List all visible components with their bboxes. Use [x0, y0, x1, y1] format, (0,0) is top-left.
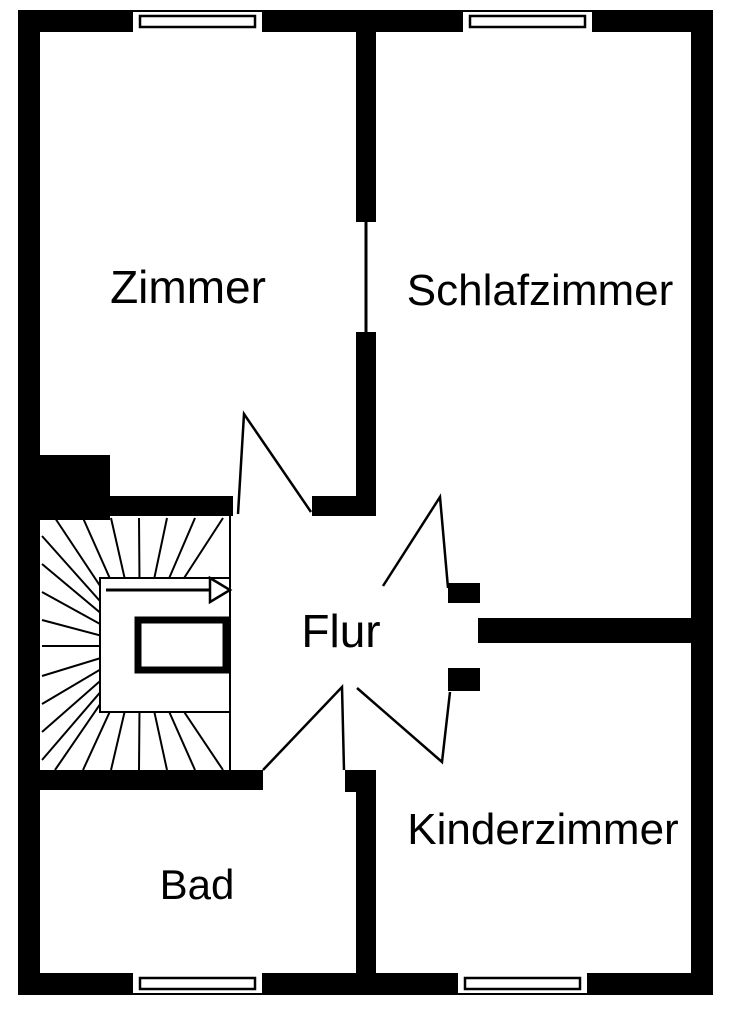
- wall-schlafzimmer-kinderzimmer: [478, 618, 691, 643]
- window-glazing: [463, 976, 582, 991]
- kinderzimmer-door-swing: [356, 687, 452, 765]
- wall-bad-kinderzimmer: [356, 770, 376, 973]
- room-label-schlafzimmer: Schlafzimmer: [407, 266, 674, 315]
- walls: [18, 10, 713, 995]
- window-top-left: [133, 10, 262, 32]
- outer-wall-top-left: [18, 10, 133, 32]
- window-glazing: [138, 976, 257, 991]
- outer-wall-bottom-middle: [262, 973, 458, 995]
- window-bottom-left: [133, 973, 262, 995]
- window-glazing: [138, 14, 257, 29]
- window-bottom-right: [458, 973, 587, 995]
- wall-zimmer-schlafzimmer-upper: [356, 32, 376, 222]
- windows: [133, 10, 592, 995]
- window-glazing: [468, 14, 587, 29]
- outer-wall-bottom-left: [18, 973, 133, 995]
- staircase: [41, 516, 233, 772]
- wall-flur-bad: [40, 770, 263, 790]
- room-label-bad: Bad: [160, 861, 235, 908]
- doors: [236, 410, 452, 771]
- window-top-right: [463, 10, 592, 32]
- outer-wall-top-right: [592, 10, 713, 32]
- schlafzimmer-door-swing: [381, 493, 450, 589]
- wall-notch-stairs: [18, 455, 110, 520]
- bad-door-swing: [262, 683, 346, 771]
- stair-direction-arrow-icon: [106, 575, 233, 605]
- wall-zimmer-flur-right: [312, 496, 376, 516]
- door-jamb-bottom: [448, 668, 480, 691]
- room-label-zimmer: Zimmer: [110, 261, 266, 313]
- door-jamb-top: [448, 583, 480, 603]
- wall-zimmer-schlafzimmer-lower: [356, 332, 376, 512]
- outer-wall-top-middle: [262, 10, 463, 32]
- room-label-flur: Flur: [301, 605, 380, 657]
- outer-wall-bottom-right: [587, 973, 713, 995]
- door-jamb-bad: [345, 770, 376, 792]
- room-label-kinderzimmer: Kinderzimmer: [407, 805, 678, 854]
- outer-wall-right: [691, 10, 713, 995]
- zimmer-door-swing: [236, 410, 313, 515]
- room-labels: Zimmer Schlafzimmer Flur Kinderzimmer Ba…: [110, 261, 679, 908]
- stair-shaft: [134, 616, 230, 674]
